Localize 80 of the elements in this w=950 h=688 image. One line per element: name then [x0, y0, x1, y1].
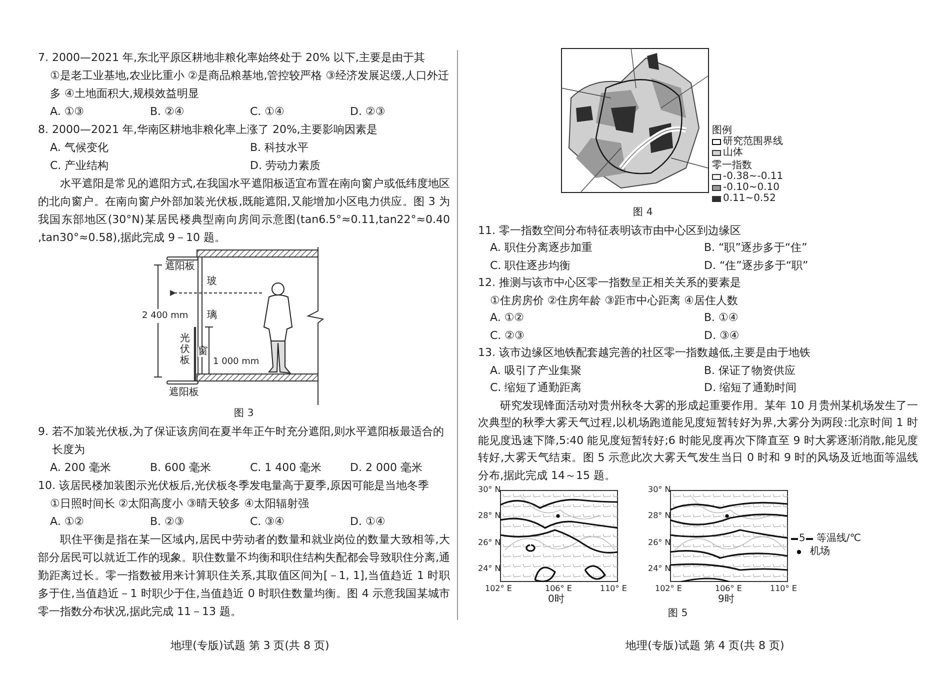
axis-tick-label: 24° N	[648, 565, 671, 573]
figure-label: 玻	[207, 277, 217, 287]
question-text: 7. 2000—2021 年,东北平原区耕地非粮化率始终处于 20% 以下,主要是由于其	[38, 50, 426, 66]
axis-tick-label: 26° N	[648, 539, 671, 547]
answer-option: A. ①②	[490, 309, 704, 326]
figure-caption: 图 3	[234, 407, 254, 421]
axis-tick-label: 102° E	[485, 585, 512, 593]
answer-option: C. ①④	[250, 103, 350, 121]
axis-tick-label: 28° N	[478, 512, 501, 520]
axis-tick-label: 110° E	[770, 585, 797, 593]
question-text: 10. 该居民楼加装图示光伏板后,光伏板冬季发电量高于夏季,原因可能是当地冬季	[38, 478, 430, 494]
legend-text: -0.38~-0.11	[723, 172, 784, 182]
axis-tick-label: 102° E	[655, 585, 682, 593]
answer-option: A. ①③	[50, 103, 150, 121]
answer-option: C. 1 400 毫米	[250, 459, 350, 477]
legend-text: 0.11~0.52	[723, 194, 776, 204]
dimension-label: 1 000 mm	[213, 357, 260, 367]
axis-tick-label: 106° E	[715, 585, 742, 593]
question-text: 13. 该市边缘区地铁配套越完善的社区零一指数越低,主要是由于地铁	[478, 345, 812, 361]
answer-option: A. 200 毫米	[50, 459, 150, 477]
answer-option: C. ③④	[250, 513, 350, 531]
passage-text: 研究发现锋面活动对贵州秋冬大雾的形成起重要作用。某年 10 月贵州某机场发生了一次典型的秋季大雾天气过程,以机场跑道能见度短暂转好为界,大雾分为两段:北京时间 1 时能见度迅速下降,5:40 能见度短暂转好;6 时能见度再次下降直至 9 时大雾逐渐消散,能见度转好,大雾天气结束。图 5 示意此次大雾天气发生当日 0 时和 9 时的风场及近地面等温线分布,据此完成 14～15 题。	[478, 398, 918, 484]
figure-label: 遮阳板	[165, 262, 195, 272]
page-footer: 地理(专版)试题 第 4 页(共 8 页)	[626, 638, 784, 654]
legend-text: -0.10~0.10	[723, 183, 780, 193]
map-caption: 0时	[548, 595, 564, 605]
figure-caption: 图 4	[633, 206, 653, 220]
answer-option: B. 科技水平	[250, 139, 450, 157]
question-text: ①是老工业基地,农业比重小 ②是商品粮基地,管控较严格 ③经济发展迟缓,人口外迁多 ④土地面积大,规模效益明显	[49, 68, 450, 102]
figure-caption: 图 5	[668, 608, 688, 620]
answer-option: A. ①②	[50, 513, 150, 531]
axis-tick-label: 106° E	[545, 585, 572, 593]
dimension-label: 2 400 mm	[142, 311, 188, 321]
question-text: 11. 零一指数空间分布特征表明该市由中心区到边缘区	[478, 222, 742, 238]
question-text: ①日照时间长 ②太阳高度小 ③晴天较多 ④太阳辐射强	[49, 496, 310, 512]
answer-option: D. ②③	[350, 103, 450, 121]
map-caption: 9时	[718, 595, 734, 605]
answer-option: B. “职”逐步多于“住”	[704, 239, 918, 256]
answer-option: A. 吸引了产业集聚	[490, 362, 704, 379]
answer-option: C. 产业结构	[50, 157, 250, 175]
answer-option: D. ③④	[704, 326, 918, 344]
answer-option: B. ②④	[150, 103, 250, 121]
answer-option: D. “住”逐步多于“职”	[704, 256, 918, 274]
answer-option: B. ①④	[704, 309, 918, 326]
legend-text: 研究范围界线	[723, 137, 783, 147]
question-text: ①住房房价 ②住房年龄 ③距市中心距离 ④居住人数	[489, 292, 739, 308]
answer-option: C. ②③	[490, 326, 704, 344]
legend-text: 机场	[810, 547, 830, 557]
legend-title: 零一指数	[712, 161, 753, 171]
answer-option: B. 600 毫米	[150, 459, 250, 477]
answer-option: C. 缩短了通勤距离	[490, 379, 704, 396]
figure-label: 璃	[207, 311, 217, 321]
axis-tick-label: 30° N	[478, 486, 501, 494]
figure-label: 光伏板	[180, 333, 190, 366]
passage-text: 职住平衡是指在某一区域内,居民中劳动者的数量和就业岗位的数量大致相等,大部分居民可以就近工作的现象。职住数量不均衡和职住结构失配都会导致职住分离,通勤距离过长。零一指数被用来计算职住关系,其取值区间为[－1, 1],当值趋近 1 时职多于住,当值趋近－1 时职少于住,当值趋近 0 时职住数量均衡。图 4 示意我国某城市零一指数分布状况,据此完成 11－13 题。	[38, 532, 450, 620]
legend-title: 图例	[712, 126, 733, 136]
axis-tick-label: 26° N	[478, 539, 501, 547]
answer-option: D. 2 000 毫米	[350, 459, 450, 477]
axis-tick-label: 30° N	[648, 486, 671, 494]
answer-option: D. 劳动力素质	[250, 157, 450, 175]
answer-option: A. 气候变化	[50, 139, 250, 157]
question-text: 8. 2000—2021 年,华南区耕地非粮化率上涨了 20%,主要影响因素是	[38, 122, 378, 138]
axis-tick-label: 24° N	[478, 565, 501, 573]
axis-tick-label: 110° E	[600, 585, 627, 593]
axis-tick-label: 28° N	[648, 512, 671, 520]
answer-option: D. 缩短了通勤时间	[704, 379, 918, 396]
answer-option: D. ①④	[350, 513, 450, 531]
answer-option: A. 职住分离逐步加重	[490, 239, 704, 256]
answer-option: B. 保证了物资供应	[704, 362, 918, 379]
figure-label: 遮阳板	[169, 388, 199, 398]
figure-label: 窗	[198, 347, 208, 357]
question-text: 12. 推测与该市中心区零一指数呈正相关关系的要素是	[478, 275, 742, 291]
page-footer: 地理(专版)试题 第 3 页(共 8 页)	[170, 638, 330, 654]
answer-option: C. 职住逐步均衡	[490, 256, 704, 274]
legend-text: 山体	[723, 148, 743, 158]
answer-option: B. ②③	[150, 513, 250, 531]
passage-text: 水平遮阳是常见的遮阳方式,在我国水平遮阳板适宜布置在南向窗户或低纬度地区的北向窗户。在南向窗户外部加装光伏板,既能遮阳,又能增加小区电力供应。图 3 为我国东部地区(30°N)某居民楼典型南向房间示意图(tan6.5°≈0.11,tan22°≈0.40 ,tan30°≈0.58),据此完成 9－10 题。	[38, 176, 450, 246]
legend-text: 等温线/℃	[816, 534, 861, 544]
legend-sample-value: 5	[798, 534, 806, 544]
question-text: 9. 若不加装光伏板,为了保证该房间在夏半年正午时充分遮阳,则水平遮阳板最适合的长度为	[38, 424, 445, 458]
